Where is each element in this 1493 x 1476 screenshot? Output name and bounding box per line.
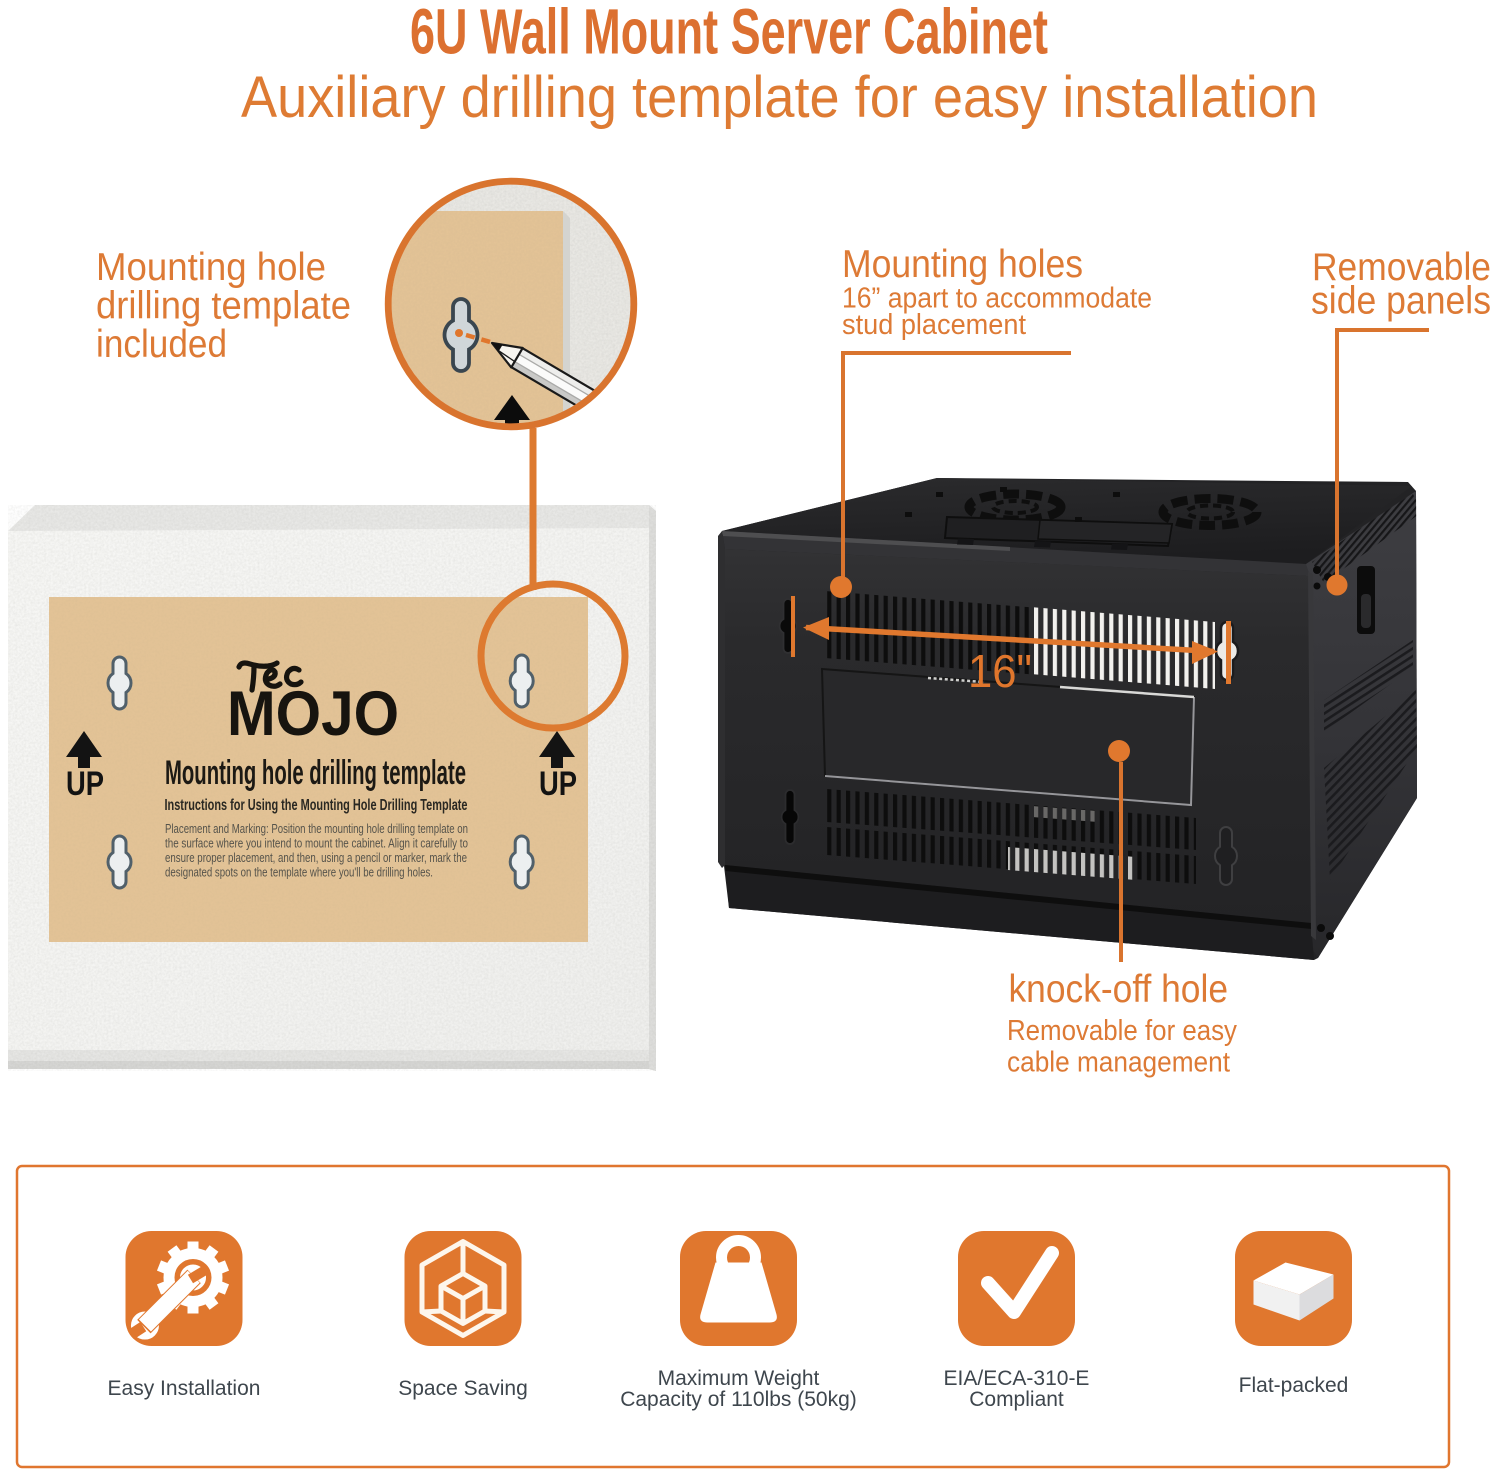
svg-text:cable management: cable management [1007, 1047, 1230, 1079]
svg-text:Compliant: Compliant [969, 1388, 1064, 1411]
svg-text:Capacity of 110lbs (50kg): Capacity of 110lbs (50kg) [620, 1388, 857, 1411]
svg-text:Placement and Marking: Positio: Placement and Marking: Position the moun… [165, 821, 468, 836]
svg-text:EIA/ECA-310-E: EIA/ECA-310-E [944, 1367, 1090, 1390]
svg-text:included: included [96, 323, 227, 366]
svg-text:6U Wall Mount Server Cabinet: 6U Wall Mount Server Cabinet [410, 0, 1048, 68]
svg-text:16” apart to accommodate: 16” apart to accommodate [842, 283, 1152, 315]
svg-text:Removable: Removable [1312, 246, 1491, 289]
svg-text:Mounting hole drilling templat: Mounting hole drilling template [165, 754, 466, 792]
svg-text:Easy Installation: Easy Installation [108, 1377, 261, 1400]
svg-text:stud placement: stud placement [842, 309, 1026, 341]
svg-text:Mounting holes: Mounting holes [842, 243, 1083, 286]
svg-text:MOJO: MOJO [227, 679, 399, 749]
svg-text:designated spots on the templa: designated spots on the template where y… [165, 865, 433, 880]
svg-text:16": 16" [968, 645, 1032, 697]
svg-text:Maximum Weight: Maximum Weight [658, 1367, 820, 1390]
svg-text:Space Saving: Space Saving [398, 1377, 528, 1400]
svg-text:Auxiliary drilling template fo: Auxiliary drilling template for easy ins… [241, 65, 1318, 130]
svg-text:side panels: side panels [1311, 280, 1491, 323]
svg-text:knock-off hole: knock-off hole [1009, 968, 1229, 1011]
svg-text:UP: UP [539, 765, 577, 803]
svg-text:drilling template: drilling template [96, 285, 351, 328]
svg-text:Mounting hole: Mounting hole [96, 246, 326, 289]
svg-text:the surface where you intend t: the surface where you intend to mount th… [165, 836, 468, 851]
svg-text:UP: UP [66, 765, 104, 803]
svg-text:Instructions for Using the Mou: Instructions for Using the Mounting Hole… [165, 797, 468, 814]
svg-text:ensure proper placement, and t: ensure proper placement, and then, using… [165, 850, 467, 865]
svg-text:Removable for easy: Removable for easy [1007, 1015, 1237, 1047]
svg-text:Flat-packed: Flat-packed [1239, 1374, 1349, 1397]
